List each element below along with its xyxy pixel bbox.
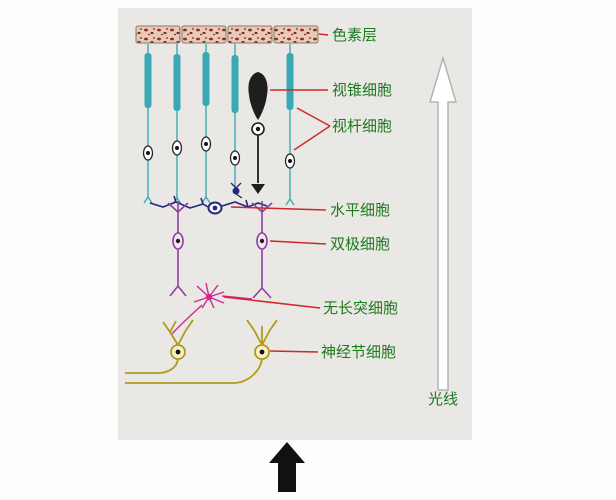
cone-cell	[248, 72, 268, 194]
label-horizontal: 水平细胞	[330, 202, 390, 219]
diagram-panel	[118, 8, 472, 440]
label-light: 光线	[428, 391, 458, 408]
label-rod: 视杆细胞	[332, 118, 392, 135]
view-direction-arrow-icon	[269, 442, 305, 492]
label-cone: 视锥细胞	[332, 82, 392, 99]
leader-lines	[223, 33, 331, 353]
amacrine-cell	[170, 282, 253, 336]
rod-cell-bodies	[142, 136, 296, 169]
bipolar-cells	[167, 201, 273, 299]
label-bipolar: 双极细胞	[330, 236, 390, 253]
synaptic-tangle	[230, 182, 243, 199]
rod-cells	[143, 44, 295, 206]
label-pigment: 色素层	[332, 27, 377, 44]
label-ganglion: 神经节细胞	[321, 344, 396, 361]
pigment-layer	[135, 25, 319, 44]
label-amacrine: 无长突细胞	[323, 300, 398, 317]
light-direction-arrow	[428, 55, 458, 391]
ganglion-cells	[125, 319, 278, 384]
labels: 色素层 视锥细胞 视杆细胞 水平细胞 双极细胞 无长突细胞 神经节细胞 光线	[321, 27, 458, 408]
